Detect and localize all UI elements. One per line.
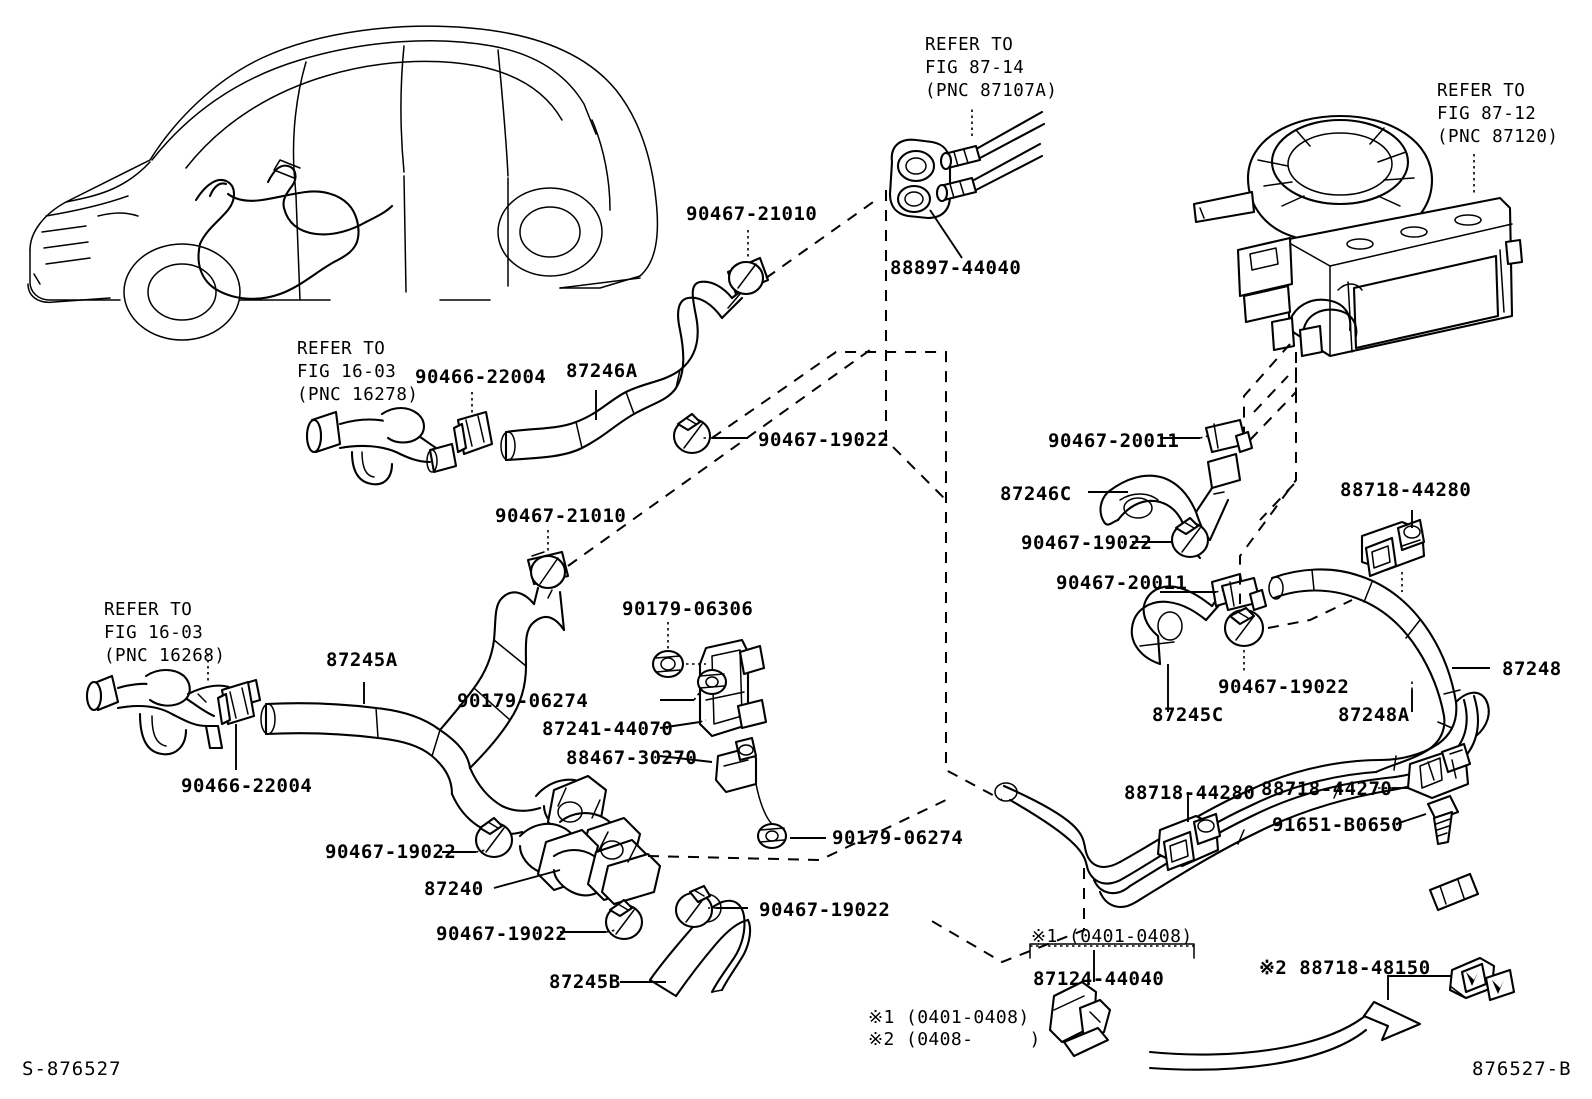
part-label-87246C: 87246C [1000, 483, 1072, 505]
part-label-88718-44280-upper: 88718-44280 [1340, 479, 1472, 501]
part-pnc-16268-water-outlet [85, 654, 262, 770]
part-label-90467-19022-b: 90467-19022 [325, 841, 457, 863]
part-label-90467-19022-d: 90467-19022 [759, 899, 891, 921]
clamp-90467-21010-mid [526, 550, 570, 590]
part-label-87248A: 87248A [1338, 704, 1410, 726]
assembly-dashed-guides [567, 190, 1297, 964]
part-87241-44070-bracket [651, 622, 826, 850]
part-label-87248: 87248 [1502, 658, 1562, 680]
clamp-90467-19022-a [672, 412, 712, 455]
legend-note-2: ※2 (0408- ) [868, 1029, 1041, 1050]
part-label-90467-21010-top: 90467-21010 [686, 203, 818, 225]
part-label-90467-21010-mid: 90467-21010 [495, 505, 627, 527]
part-88897-44040-connector [888, 106, 1046, 259]
part-label-90466-22004-lower: 90466-22004 [181, 775, 313, 797]
nut-90179-06274-b [756, 822, 788, 850]
part-label-87240: 87240 [424, 878, 484, 900]
part-88718-48150-clip [1148, 956, 1516, 1071]
part-label-88897-44040: 88897-44040 [890, 257, 1022, 279]
vehicle-ghost-illustration [27, 25, 659, 341]
clamp-90467-21010-top [726, 256, 770, 296]
part-87240-water-valve [493, 774, 662, 906]
part-label-90466-22004-top: 90466-22004 [415, 366, 547, 388]
clip-90466-22004-top [452, 410, 494, 456]
part-88718-44280-lower [1156, 792, 1222, 872]
clamp-90467-19022-b [474, 816, 514, 859]
part-label-87245B: 87245B [549, 971, 621, 993]
clamp-90467-19022-d [674, 884, 714, 929]
part-label-88718-44270: 88718-44270 [1261, 778, 1393, 800]
part-87246A-hose [452, 230, 770, 462]
part-label-90467-19022-c: 90467-19022 [436, 923, 568, 945]
part-label-88718-44280-lower: 88718-44280 [1124, 782, 1256, 804]
part-87120-hvac-unit [1192, 114, 1524, 358]
footer-sheet-code-left: S-876527 [22, 1058, 122, 1080]
part-88718-44270-clamp [1378, 742, 1472, 800]
part-label-90179-06274-b: 90179-06274 [832, 827, 964, 849]
part-label-91651-B0650: 91651-B0650 [1272, 814, 1404, 836]
part-87246C-hose [1088, 352, 1297, 560]
part-label-90467-19022-a: 90467-19022 [758, 429, 890, 451]
nut-90179-06306 [651, 649, 685, 679]
part-label-87245C: 87245C [1152, 704, 1224, 726]
part-label-90467-19022-f: 90467-19022 [1218, 676, 1350, 698]
part-label-88467-30270: 88467-30270 [566, 747, 698, 769]
part-88718-44280-upper [1360, 510, 1426, 592]
bracket-note-date-range: ※1 (0401-0408) [1031, 926, 1193, 947]
part-label-90467-19022-e: 90467-19022 [1021, 532, 1153, 554]
clamp-90467-19022-e [1170, 516, 1210, 559]
part-label-87241-44070: 87241-44070 [542, 718, 674, 740]
part-label-87245A: 87245A [326, 649, 398, 671]
footer-sheet-code-right: 876527-B [1472, 1058, 1572, 1080]
part-91651-B0650-bolt [1380, 794, 1460, 846]
part-pnc-16278-water-outlet [305, 406, 458, 486]
legend-note-1: ※1 (0401-0408) [868, 1007, 1030, 1028]
part-label-87246A: 87246A [566, 360, 638, 382]
part-label-90467-20011-a: 90467-20011 [1048, 430, 1180, 452]
part-87124-44040 [1029, 943, 1195, 1058]
part-label-90179-06274-a: 90179-06274 [457, 690, 589, 712]
part-87245A-hose [260, 530, 570, 859]
clamp-90467-19022-f [1223, 606, 1265, 648]
clip-90466-22004-lower [216, 680, 256, 726]
clamp-90467-19022-c [604, 898, 644, 941]
clamp-90467-20011-a [1204, 418, 1254, 454]
nut-90179-06274-a [696, 668, 728, 696]
part-label-87124-44040: 87124-44040 [1033, 968, 1165, 990]
part-label-90467-20011-b: 90467-20011 [1056, 572, 1188, 594]
part-87245B-hose [560, 884, 752, 998]
part-88467-30270 [714, 736, 758, 794]
arrow-note-88718-48150: ※2 88718-48150 [1259, 957, 1431, 979]
part-label-90179-06306: 90179-06306 [622, 598, 754, 620]
